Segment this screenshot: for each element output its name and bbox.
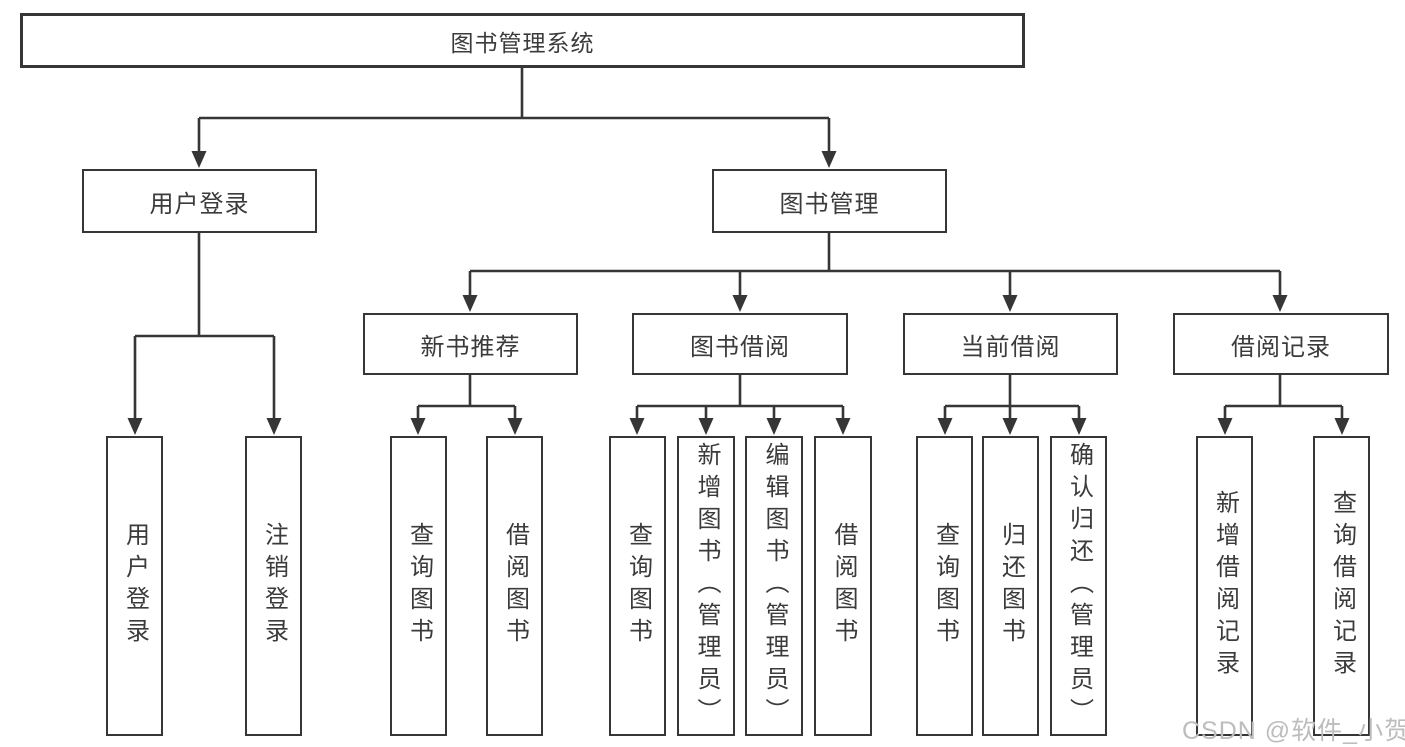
leaf-query-books-current-label: 查询图书 [931,522,959,650]
leaf-query-books-borrow: 查询图书 [609,436,666,736]
leaf-add-borrow-record-label: 新增借阅记录 [1211,490,1239,682]
leaf-query-books-recommend-label: 查询图书 [405,522,433,650]
leaf-query-books-recommend: 查询图书 [390,436,447,736]
leaf-confirm-return-admin-label: 确认归还（管理员） [1065,442,1093,730]
node-book-management: 图书管理 [712,169,947,233]
leaf-query-borrow-record-label: 查询借阅记录 [1328,490,1356,682]
leaf-borrow-books-recommend: 借阅图书 [486,436,543,736]
leaf-logout-login: 注销登录 [245,436,302,736]
leaf-query-books-current: 查询图书 [916,436,973,736]
leaf-borrow-books-recommend-label: 借阅图书 [501,522,529,650]
leaf-edit-books-admin: 编辑图书（管理员） [745,436,803,736]
leaf-confirm-return-admin: 确认归还（管理员） [1050,436,1107,736]
leaf-logout-login-label: 注销登录 [260,522,288,650]
leaf-query-borrow-record: 查询借阅记录 [1313,436,1370,736]
leaf-add-books-admin: 新增图书（管理员） [677,436,735,736]
leaf-query-books-borrow-label: 查询图书 [624,522,652,650]
leaf-edit-books-admin-label: 编辑图书（管理员） [761,442,788,730]
leaf-add-books-admin-label: 新增图书（管理员） [693,442,720,730]
leaf-borrow-books-label: 借阅图书 [830,522,857,650]
leaf-return-books: 归还图书 [982,436,1039,736]
node-borrowing-records: 借阅记录 [1173,313,1389,375]
node-user-login: 用户登录 [82,169,317,233]
leaf-return-books-label: 归还图书 [997,522,1025,650]
node-current-borrowing: 当前借阅 [903,313,1118,375]
csdn-watermark: CSDN @软件_小贺同学 [1182,717,1405,745]
leaf-add-borrow-record: 新增借阅记录 [1196,436,1253,736]
node-book-borrowing: 图书借阅 [632,313,848,375]
node-library-management-system: 图书管理系统 [20,13,1025,68]
connector-segments [133,68,1344,420]
leaf-borrow-books: 借阅图书 [814,436,872,736]
leaf-user-login: 用户登录 [106,436,163,736]
leaf-user-login-label: 用户登录 [121,522,149,650]
node-new-book-recommend: 新书推荐 [363,313,578,375]
